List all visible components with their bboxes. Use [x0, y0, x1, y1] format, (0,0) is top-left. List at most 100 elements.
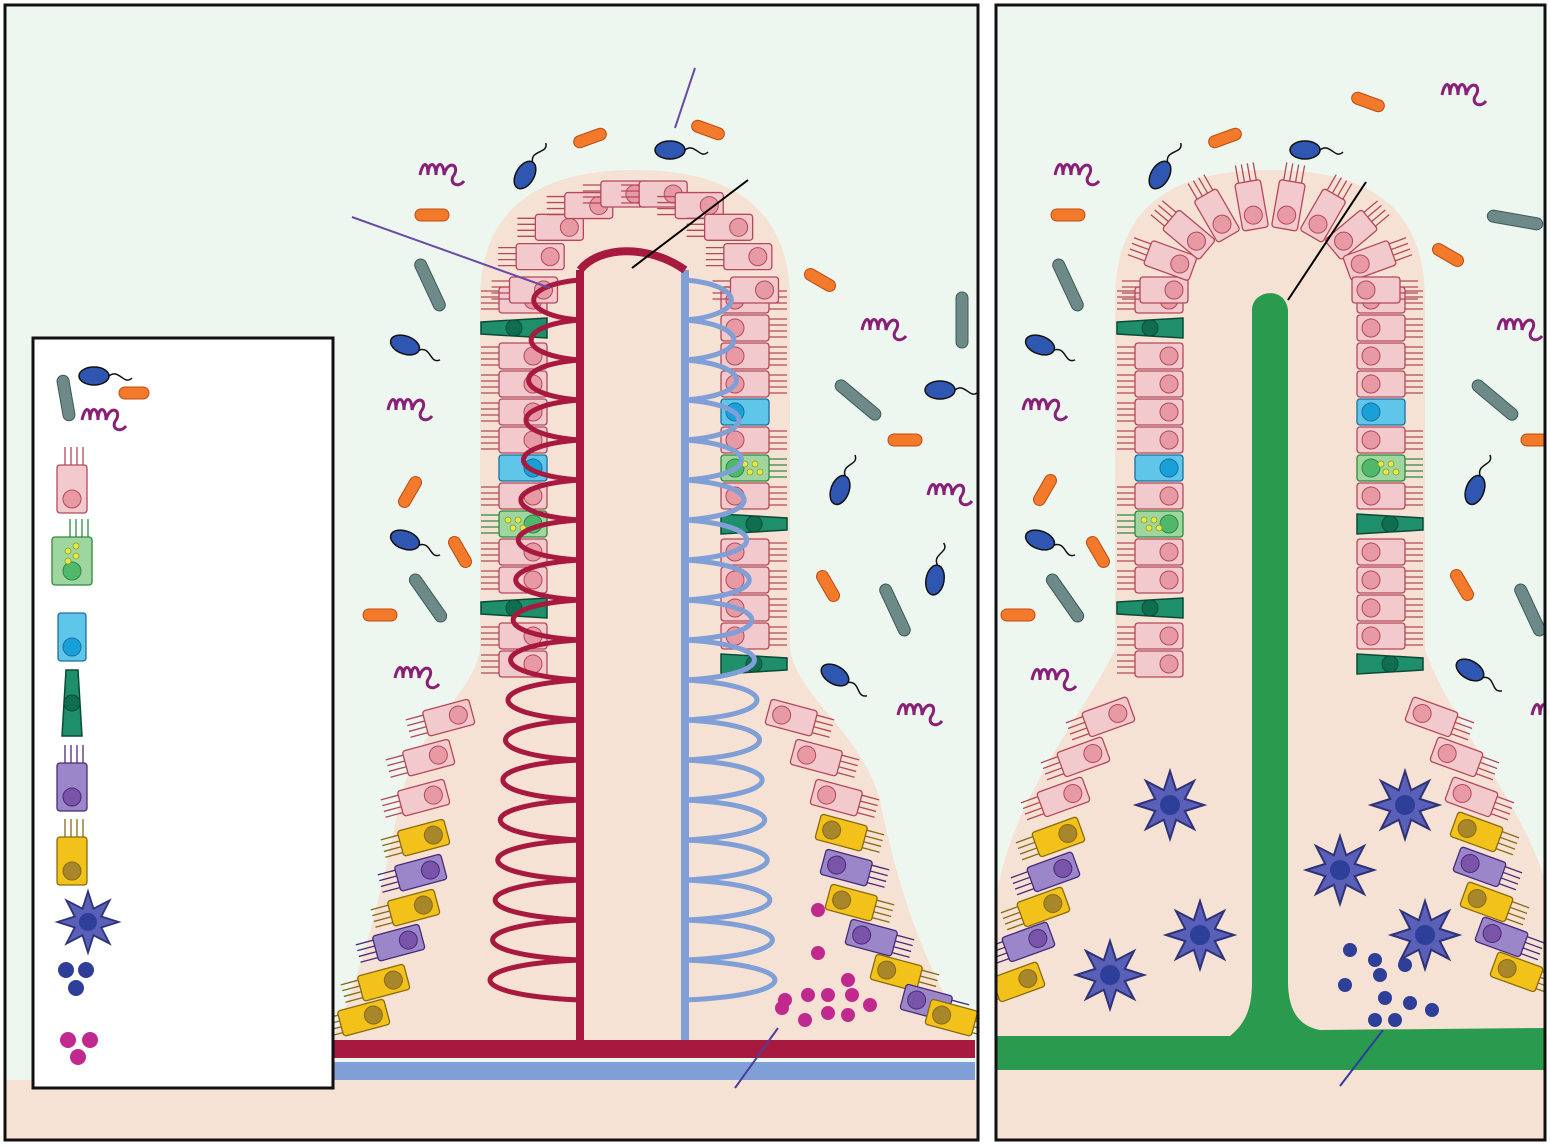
- enterocyte: [1429, 736, 1500, 781]
- spirochete-icon: [1440, 83, 1488, 107]
- paneth-cell: [814, 813, 885, 853]
- enterocyte: [481, 398, 548, 426]
- enterocyte: [1065, 696, 1136, 741]
- enterocyte: [380, 778, 451, 818]
- stem-cell: [1452, 846, 1523, 891]
- immune-cell: [1338, 978, 1352, 992]
- enterocyte: [1356, 566, 1423, 594]
- rod-bacterium-icon: [362, 608, 398, 622]
- immune-cell: [841, 973, 855, 987]
- paneth-cell: [824, 883, 895, 923]
- capillary-arch: [576, 247, 688, 274]
- immune-cells-blue-icon: [78, 962, 94, 978]
- enterocyte: [705, 243, 773, 271]
- bacterium-icon: [1289, 140, 1344, 160]
- immune-cell: [1368, 953, 1382, 967]
- rod-bacterium-icon: [408, 573, 448, 623]
- pointer-line: [351, 216, 551, 289]
- enterocyte: [1342, 237, 1413, 281]
- bacterium-icon: [654, 140, 709, 160]
- rod-bacterium-icon: [1450, 568, 1474, 602]
- enterocyte: [1356, 370, 1423, 398]
- rod-bacterium-icon: [1045, 573, 1085, 623]
- paneth-cell: [380, 818, 451, 858]
- enterocyte: [1356, 594, 1423, 622]
- enterocyte: [1271, 162, 1306, 232]
- enterocyte: [1356, 342, 1423, 370]
- stem-cell: [355, 923, 426, 963]
- stem-cell: [1474, 916, 1545, 961]
- rod-bacterium-icon: [1052, 258, 1084, 312]
- bacterium-icon: [1455, 658, 1503, 692]
- venule-base: [330, 1062, 975, 1080]
- rod-bacterium-icon: [573, 127, 607, 149]
- immune-cell: [821, 1006, 835, 1020]
- lacteal: [996, 293, 1545, 1070]
- dendritic-cell: [1162, 897, 1238, 973]
- rod-bacterium-icon: [691, 119, 725, 141]
- spirochete-icon: [1496, 318, 1544, 342]
- rod-bacterium-icon: [118, 386, 150, 400]
- enteroendocrine-cell: [480, 597, 548, 619]
- stem-cell: [996, 921, 1056, 966]
- immune-cell: [1388, 1013, 1402, 1027]
- rod-bacterium-icon: [816, 569, 840, 603]
- enterocyte: [517, 213, 585, 241]
- rod-bacterium-icon: [1514, 583, 1545, 637]
- stem-cell: [56, 745, 88, 812]
- bacterium-icon: [1024, 529, 1076, 557]
- enterocyte: [1117, 566, 1184, 594]
- immune-cell: [1373, 968, 1387, 982]
- arteriole-base: [330, 1040, 975, 1058]
- bacterium-icon: [389, 529, 441, 557]
- spirochete-icon: [386, 398, 434, 422]
- immune-cell: [1403, 996, 1417, 1010]
- immune-cell: [811, 946, 825, 960]
- enterocyte: [1020, 776, 1091, 821]
- dendritic-cell: [1367, 767, 1443, 843]
- rod-bacterium-icon: [1471, 379, 1519, 421]
- immune-cell: [821, 988, 835, 1002]
- immune-cell: [845, 988, 859, 1002]
- tuft-cell: [1134, 454, 1184, 482]
- enterocyte: [1040, 736, 1111, 781]
- enterocyte: [1117, 342, 1184, 370]
- enteroendocrine-cell: [1116, 597, 1184, 619]
- spirochete-icon: [1530, 703, 1545, 716]
- spirochete-icon: [926, 483, 974, 507]
- enterocyte: [56, 447, 88, 514]
- spirochete-icon: [80, 408, 128, 432]
- enteroendocrine-cell: [480, 317, 548, 339]
- enteroendocrine-cell: [1116, 317, 1184, 339]
- enterocyte: [720, 538, 787, 566]
- enterocyte: [1117, 482, 1184, 510]
- tuft-cell: [720, 398, 770, 426]
- enterocyte: [1117, 650, 1184, 678]
- immune-cells-blue-icon: [58, 962, 74, 978]
- dendritic-cell: [1072, 937, 1148, 1013]
- bacterium-icon: [389, 334, 441, 362]
- enterocyte: [1351, 276, 1418, 304]
- enteroendocrine-cell: [720, 513, 788, 535]
- enterocyte: [1117, 538, 1184, 566]
- goblet-cell: [1117, 510, 1184, 538]
- enterocyte: [1325, 200, 1390, 260]
- bacterium-icon: [78, 366, 133, 386]
- spirochete-icon: [393, 666, 441, 690]
- rod-bacterium-icon: [803, 268, 837, 292]
- enterocyte: [789, 738, 860, 778]
- capillary-loop: [487, 277, 581, 1003]
- bacterium-icon: [1148, 142, 1182, 190]
- enteroendocrine-cell: [1356, 513, 1424, 535]
- rod-bacterium-icon: [1000, 608, 1036, 622]
- bacterium-icon: [820, 663, 868, 697]
- rod-bacterium-icon: [955, 291, 969, 349]
- capillary-loop: [684, 277, 778, 1003]
- rod-bacterium-icon: [887, 433, 923, 447]
- paneth-cell: [1449, 811, 1520, 856]
- enterocyte: [481, 622, 548, 650]
- enterocyte: [1444, 776, 1515, 821]
- spirochete-icon: [418, 163, 466, 187]
- immune-cell: [1425, 1003, 1439, 1017]
